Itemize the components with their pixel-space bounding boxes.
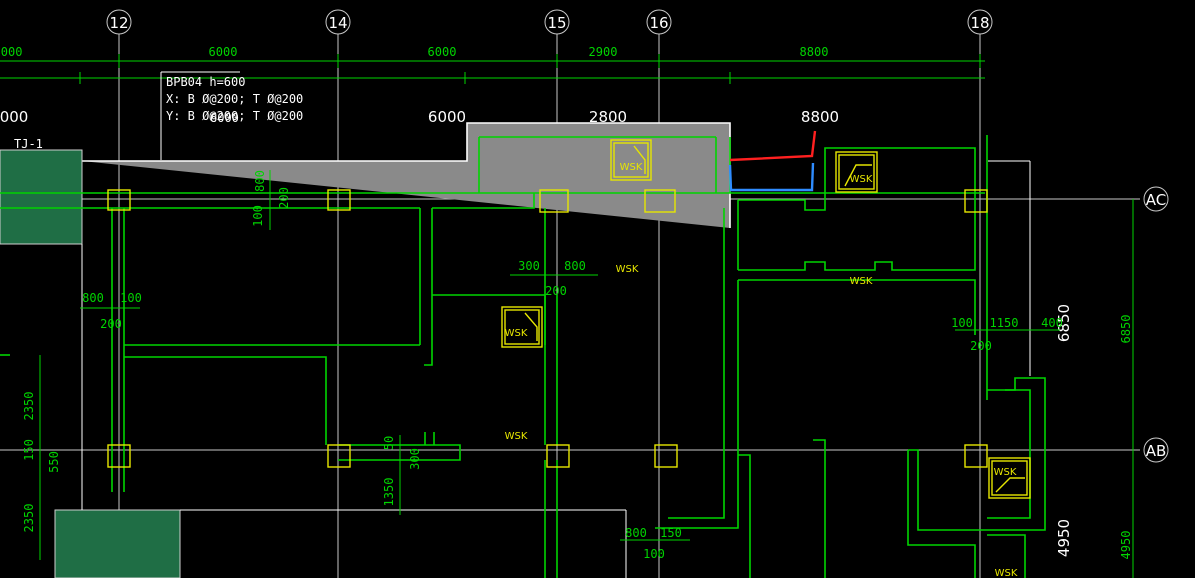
svg-text:300: 300 [408, 448, 422, 470]
red-stroke [729, 130, 817, 162]
fill-block-bottom [54, 509, 181, 578]
svg-text:200: 200 [545, 284, 567, 298]
slab-note-line3: Y: B Ø@200; T Ø@200 [166, 109, 303, 123]
svg-text:550: 550 [47, 451, 61, 473]
svg-text:6850: 6850 [1119, 315, 1133, 344]
dim-white-8800: 8800 [801, 108, 839, 126]
column [327, 189, 351, 211]
svg-text:200: 200 [277, 187, 291, 209]
axis-bubble-ab [1143, 437, 1169, 463]
dim-white-4950: 4950 [1055, 519, 1073, 557]
column [964, 444, 988, 468]
slab-note-line1: BPB04 h=600 [166, 75, 245, 89]
svg-text:WSK: WSK [994, 467, 1017, 478]
axis-bubble-12 [106, 9, 132, 35]
svg-text:1150: 1150 [990, 316, 1019, 330]
svg-text:WSK: WSK [505, 328, 528, 339]
axis-bubbles: 12 14 15 16 18 AC AB [106, 9, 1169, 463]
pit-symbol: WSK [501, 306, 543, 348]
svg-text:4950: 4950 [1119, 531, 1133, 560]
pit-symbol: WSK [610, 139, 652, 181]
annotation-strokes [728, 130, 817, 192]
axis-label-16: 16 [649, 14, 668, 32]
svg-text:800: 800 [564, 259, 586, 273]
column [539, 189, 569, 213]
svg-text:100: 100 [251, 205, 265, 227]
columns [107, 189, 988, 468]
axis-label-15: 15 [547, 14, 566, 32]
svg-text:800: 800 [82, 291, 104, 305]
axis-bubble-18 [967, 9, 993, 35]
svg-text:400: 400 [1041, 316, 1063, 330]
axis-label-14: 14 [328, 14, 347, 32]
dim-top-partial: 6000 [0, 45, 22, 59]
pit-label: WSK [850, 276, 873, 287]
axis-bubble-16 [646, 9, 672, 35]
svg-text:50: 50 [382, 436, 396, 450]
svg-text:1350: 1350 [382, 478, 396, 507]
pit-label: WSK [505, 431, 528, 442]
dim-white-2800: 2800 [589, 108, 627, 126]
axis-label-18: 18 [970, 14, 989, 32]
axis-label-ac: AC [1146, 191, 1166, 209]
svg-text:WSK: WSK [850, 174, 873, 185]
pit-label: WSK [616, 264, 639, 275]
column [327, 444, 351, 468]
svg-text:2350: 2350 [22, 392, 36, 421]
dim-white-partial: 000 [0, 108, 28, 126]
filled-blocks: TJ-1 [0, 137, 1031, 578]
svg-text:800: 800 [253, 170, 267, 192]
svg-text:100: 100 [951, 316, 973, 330]
dim-top-6000b: 6000 [428, 45, 457, 59]
dim-white-6000: 6000 [428, 108, 466, 126]
column [964, 189, 988, 213]
svg-text:200: 200 [970, 339, 992, 353]
pit-symbol: WSK [835, 151, 878, 193]
axis-label-ab: AB [1146, 442, 1167, 460]
column [107, 189, 131, 211]
dim-white-6850: 6850 [1055, 304, 1073, 342]
top-dimension-chain: 6000 6000 6000 2900 8800 [0, 45, 985, 84]
svg-text:100: 100 [643, 547, 665, 561]
dim-top-8800: 8800 [800, 45, 829, 59]
slab-note-overlap: 6000 [210, 111, 239, 125]
svg-text:100: 100 [120, 291, 142, 305]
axis-bubble-ac [1143, 186, 1169, 212]
svg-text:800: 800 [625, 526, 647, 540]
column [654, 444, 678, 468]
column [546, 444, 570, 468]
pit-symbol: WSK [988, 457, 1031, 499]
svg-text:2350: 2350 [22, 504, 36, 533]
dim-top-6000a: 6000 [209, 45, 238, 59]
detail-dimensions: 800 200 100 800 100 200 300 800 200 100 … [22, 170, 1134, 578]
pit-symbols: WSK WSK WSK WSK WSK WSK WSK WSK [501, 139, 1031, 578]
svg-text:150: 150 [22, 439, 36, 461]
svg-text:WSK: WSK [620, 162, 643, 173]
svg-text:300: 300 [518, 259, 540, 273]
column [644, 189, 676, 213]
dim-top-2900: 2900 [589, 45, 618, 59]
slab-note-line2: X: B Ø@200; T Ø@200 [166, 92, 303, 106]
column [107, 444, 131, 468]
highlighted-region[interactable] [82, 122, 731, 228]
axis-bubble-14 [325, 9, 351, 35]
axis-label-12: 12 [109, 14, 128, 32]
svg-text:150: 150 [660, 526, 682, 540]
blue-stroke [728, 162, 815, 192]
slab-note: BPB04 h=600 X: B Ø@200; T Ø@200 Y: B Ø@2… [160, 71, 303, 160]
fill-block-left [0, 149, 83, 245]
axis-bubble-15 [544, 9, 570, 35]
pit-label: WSK [995, 568, 1018, 578]
svg-text:200: 200 [100, 317, 122, 331]
beam-label: TJ-1 [14, 137, 43, 151]
white-dimensions: 000 6000 2800 8800 6850 4950 [0, 108, 1073, 557]
